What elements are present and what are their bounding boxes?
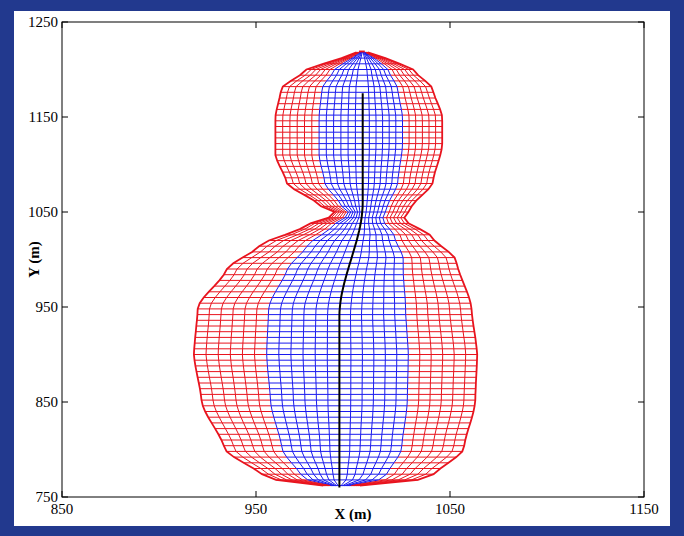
mesh-line bbox=[319, 120, 402, 121]
mesh-contour bbox=[242, 52, 358, 485]
tick bbox=[62, 497, 68, 498]
tick bbox=[638, 402, 644, 403]
mesh-line bbox=[292, 263, 404, 264]
mesh-line bbox=[268, 326, 407, 327]
mesh-contour bbox=[194, 52, 357, 485]
mesh-line bbox=[325, 183, 398, 184]
tick bbox=[62, 491, 63, 497]
mesh-line bbox=[279, 434, 403, 435]
mesh-contour bbox=[360, 52, 477, 485]
mesh-line bbox=[320, 103, 400, 104]
mesh-contour bbox=[255, 52, 360, 485]
mesh-line bbox=[320, 109, 402, 110]
tick-label: 1150 bbox=[29, 110, 58, 125]
tick-label: 1250 bbox=[28, 15, 58, 30]
mesh-line bbox=[269, 377, 408, 378]
mesh-contour bbox=[206, 52, 357, 485]
mesh-line bbox=[267, 354, 409, 355]
tick bbox=[62, 22, 63, 28]
mesh-line bbox=[319, 132, 402, 133]
mesh-line bbox=[269, 383, 408, 384]
mesh-line bbox=[319, 143, 402, 144]
mesh-line bbox=[320, 160, 401, 161]
mesh-line bbox=[267, 348, 408, 349]
tick-label: 1050 bbox=[28, 205, 58, 220]
mesh-line bbox=[319, 115, 402, 116]
mesh-line bbox=[267, 337, 407, 338]
mesh-line bbox=[285, 274, 403, 275]
tick bbox=[638, 212, 644, 213]
mesh-line bbox=[277, 428, 404, 429]
tick bbox=[638, 22, 644, 23]
mesh-line bbox=[321, 166, 400, 167]
axis-title: X (m) bbox=[334, 507, 371, 522]
tick-label: 850 bbox=[36, 395, 59, 410]
mesh-line bbox=[297, 257, 403, 258]
axis-title: Y (m) bbox=[26, 241, 41, 278]
tick bbox=[638, 497, 644, 498]
tick bbox=[256, 22, 257, 28]
mesh-line bbox=[307, 246, 398, 247]
tick bbox=[62, 212, 68, 213]
tick bbox=[62, 117, 68, 118]
mesh-line bbox=[267, 360, 408, 361]
mesh-line bbox=[323, 172, 399, 173]
mesh-contour bbox=[351, 52, 420, 485]
mesh-contour bbox=[291, 52, 361, 485]
tick bbox=[638, 117, 644, 118]
tick bbox=[62, 307, 68, 308]
mesh-contour bbox=[218, 52, 357, 485]
mesh-line bbox=[303, 251, 401, 252]
well-path bbox=[339, 93, 362, 487]
fracture-mesh bbox=[194, 51, 477, 485]
mesh-contour bbox=[355, 52, 443, 485]
mesh-line bbox=[282, 445, 402, 446]
mesh-contour bbox=[341, 52, 369, 485]
tick bbox=[450, 22, 451, 28]
mesh-line bbox=[272, 297, 405, 298]
tick bbox=[644, 22, 645, 28]
mesh-line bbox=[279, 286, 404, 287]
mesh-contour bbox=[346, 52, 389, 485]
mesh-line bbox=[267, 365, 408, 366]
tick-label: 950 bbox=[36, 300, 59, 315]
mesh-contour bbox=[353, 52, 431, 485]
mesh-line bbox=[268, 331, 407, 332]
mesh-contour bbox=[358, 52, 466, 485]
mesh-contour bbox=[357, 52, 455, 485]
mesh-line bbox=[267, 343, 408, 344]
mesh-line bbox=[268, 320, 406, 321]
mesh-line bbox=[269, 308, 406, 309]
mesh-line bbox=[324, 177, 398, 178]
mesh-line bbox=[348, 212, 385, 213]
mesh-line bbox=[319, 126, 402, 127]
tick bbox=[256, 491, 257, 497]
tick bbox=[644, 491, 645, 497]
mesh-outline bbox=[359, 51, 365, 53]
mesh-line bbox=[268, 371, 408, 372]
mesh-line bbox=[287, 457, 398, 458]
mesh-contour bbox=[348, 52, 397, 485]
axes-box bbox=[62, 22, 644, 497]
mesh-line bbox=[282, 280, 404, 281]
mesh-line bbox=[319, 137, 402, 138]
tick bbox=[62, 402, 68, 403]
mesh-line bbox=[270, 303, 405, 304]
mesh-line bbox=[268, 314, 405, 315]
tick bbox=[638, 307, 644, 308]
mesh-contour bbox=[267, 52, 360, 485]
tick-label: 850 bbox=[51, 502, 74, 517]
tick bbox=[450, 491, 451, 497]
mesh-line bbox=[288, 269, 404, 270]
tick-label: 1150 bbox=[629, 502, 658, 517]
mesh-line bbox=[275, 291, 404, 292]
mesh-line bbox=[283, 451, 401, 452]
mesh-line bbox=[280, 440, 402, 441]
mesh-contour bbox=[350, 52, 409, 485]
tick-label: 1050 bbox=[435, 502, 465, 517]
tick bbox=[62, 22, 68, 23]
mesh-line bbox=[319, 149, 402, 150]
tick-label: 950 bbox=[245, 502, 268, 517]
